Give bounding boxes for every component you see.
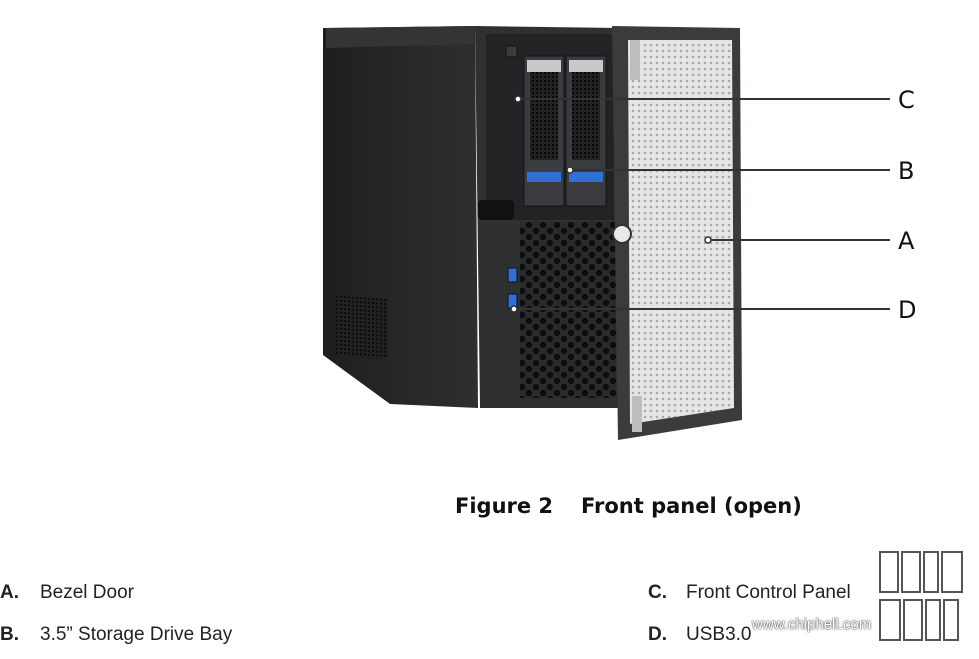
side-vent xyxy=(336,295,388,360)
chiphell-watermark-logo xyxy=(879,551,963,641)
legend-letter: D. xyxy=(648,624,667,645)
server-illustration: C B A D xyxy=(323,26,916,440)
callout-lines xyxy=(514,98,890,310)
door-latch xyxy=(478,200,514,220)
callout-letter-b: B xyxy=(898,157,914,185)
legend-label: Front Control Panel xyxy=(686,582,851,603)
door-lock xyxy=(612,224,632,244)
legend-label: 3.5” Storage Drive Bay xyxy=(40,624,233,645)
callout-letter-a: A xyxy=(898,227,915,255)
chassis-front-panel xyxy=(475,26,622,408)
legend-label: Bezel Door xyxy=(40,582,134,603)
legend-item-c: C. Front Control Panel xyxy=(648,582,851,604)
power-button xyxy=(505,45,518,58)
figure-caption: Figure 2 Front panel (open) xyxy=(455,494,802,518)
figure-number: Figure 2 xyxy=(455,494,554,518)
watermark-site: www.chiphell.com xyxy=(752,616,872,633)
legend-letter: A. xyxy=(0,582,19,603)
legend-item-d: D. USB3.0 xyxy=(648,624,751,646)
drive-bay-left xyxy=(523,55,565,207)
drive-bay-right xyxy=(565,55,607,207)
legend-item-b: B. 3.5” Storage Drive Bay xyxy=(0,624,232,646)
chassis-side-panel xyxy=(323,26,478,408)
legend-letter: B. xyxy=(0,624,19,645)
callout-letter-d: D xyxy=(898,296,916,324)
legend-item-a: A. Bezel Door xyxy=(0,582,134,604)
legend-label: USB3.0 xyxy=(686,624,752,645)
legend-letter: C. xyxy=(648,582,667,603)
figure-title: Front panel (open) xyxy=(581,494,802,518)
callout-letter-c: C xyxy=(898,86,915,114)
bezel-door xyxy=(612,26,742,440)
